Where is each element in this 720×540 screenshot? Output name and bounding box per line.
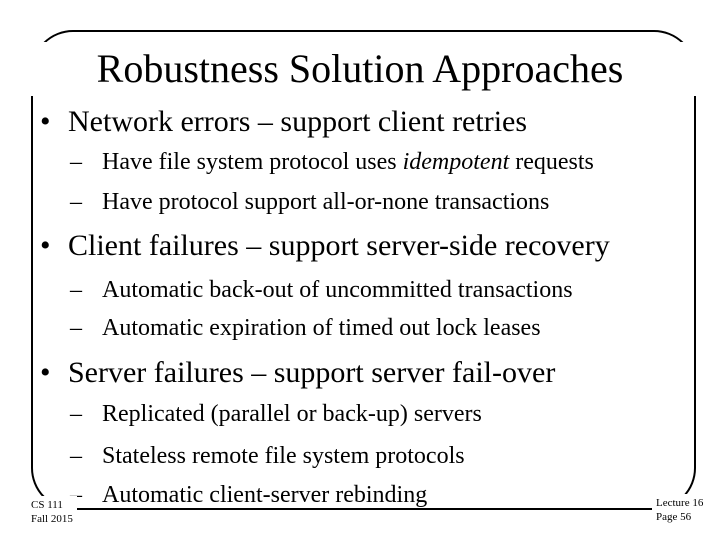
dash-marker: – xyxy=(70,189,82,215)
bullet-marker: • xyxy=(40,356,51,389)
emphasis-idempotent: idempotent xyxy=(402,149,510,175)
sub-bullet-back-out: –Automatic back-out of uncommitted trans… xyxy=(70,277,573,303)
footer-term: Fall 2015 xyxy=(31,513,73,525)
dash-marker: – xyxy=(70,149,82,175)
sub-bullet-rebinding: –Automatic client-server rebinding xyxy=(70,482,428,508)
dash-marker: – xyxy=(70,443,82,469)
bullet-server-failures: • Server failures – support server fail-o… xyxy=(40,355,555,391)
dash-marker: – xyxy=(70,277,82,303)
bullet-client-failures: • Client failures – support server-side r… xyxy=(40,228,610,264)
bullet-text: Server failures – support server fail-ov… xyxy=(68,356,556,389)
bullet-text: Client failures – support server-side re… xyxy=(68,229,610,262)
bullet-marker: • xyxy=(40,105,51,138)
footer-page: Page 56 xyxy=(656,511,692,523)
sub-bullet-transactions: –Have protocol support all-or-none trans… xyxy=(70,189,550,215)
bullet-text: Network errors – support client retries xyxy=(68,105,528,138)
footer-lecture: Lecture 16 xyxy=(656,497,704,509)
sub-bullet-idempotent: –Have file system protocol uses idempote… xyxy=(70,149,594,175)
slide-title: Robustness Solution Approaches xyxy=(0,42,720,96)
bullet-network-errors: • Network errors – support client retries xyxy=(40,104,527,140)
sub-bullet-stateless: –Stateless remote file system protocols xyxy=(70,443,465,469)
footer-course-info: CS 111 Fall 2015 xyxy=(31,496,77,528)
bullet-marker: • xyxy=(40,229,51,262)
dash-marker: – xyxy=(70,315,82,341)
slide-frame xyxy=(31,30,696,510)
footer-course: CS 111 xyxy=(31,499,63,511)
footer-lecture-info: Lecture 16 Page 56 xyxy=(652,494,704,526)
sub-bullet-replicated: –Replicated (parallel or back-up) server… xyxy=(70,401,482,427)
sub-bullet-lock-expiration: –Automatic expiration of timed out lock … xyxy=(70,315,541,341)
dash-marker: – xyxy=(70,401,82,427)
